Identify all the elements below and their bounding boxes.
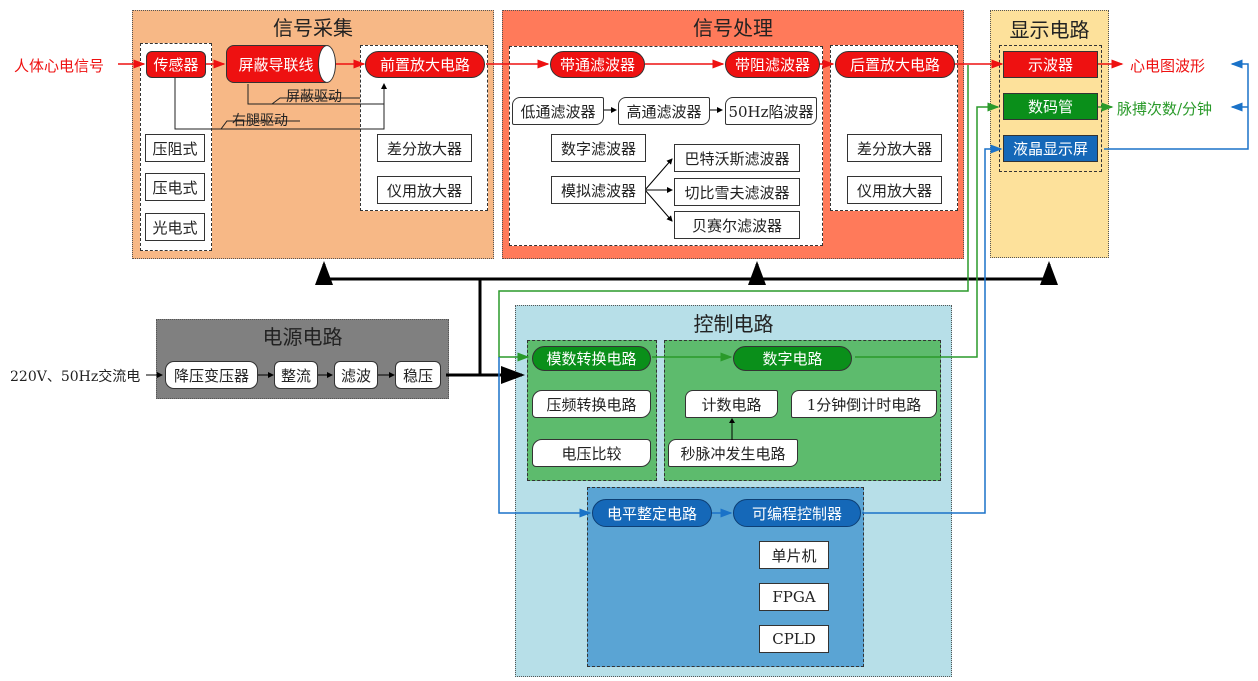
oscilloscope-node[interactable]: 示波器 [1003, 51, 1098, 78]
filter-chain-item: 低通滤波器 [512, 97, 604, 125]
adc-node[interactable]: 模数转换电路 [532, 346, 651, 371]
preamp-type-item: 差分放大器 [377, 134, 472, 162]
shield-drive-label: 屏蔽驱动 [286, 89, 342, 105]
pulse-to-counter-arrow [729, 418, 735, 440]
preamp-node[interactable]: 前置放大电路 [365, 51, 485, 78]
preamp-type-item: 仪用放大器 [377, 176, 472, 204]
plc-type-item: FPGA [759, 583, 829, 611]
power-stage-rectifier[interactable]: 整流 [274, 361, 318, 389]
postamp-type-item: 差分放大器 [847, 134, 942, 162]
countdown-item: 1分钟倒计时电路 [791, 390, 937, 418]
analog-filter-item: 模拟滤波器 [551, 176, 646, 204]
filter-chain-item: 50Hz陷波器 [725, 97, 817, 125]
digital-circuit-node[interactable]: 数字电路 [733, 346, 852, 371]
bandstop-node[interactable]: 带阻滤波器 [725, 51, 820, 78]
level-shift-node[interactable]: 电平整定电路 [592, 499, 712, 527]
power-input-label: 220V、50Hz交流电 [10, 369, 141, 385]
plc-node[interactable]: 可编程控制器 [733, 499, 861, 527]
sensor-type-item: 压电式 [145, 173, 205, 201]
cable-end-icon [318, 45, 336, 83]
analog-type-item: 切比雪夫滤波器 [674, 178, 800, 206]
digital-filter-item: 数字滤波器 [551, 134, 646, 162]
adc-type-item: 压频转换电路 [532, 390, 651, 418]
nixie-tube-node[interactable]: 数码管 [1003, 93, 1098, 120]
processing-title: 信号处理 [693, 16, 773, 40]
power-title: 电源电路 [262, 325, 343, 349]
power-stage-regulator[interactable]: 稳压 [395, 361, 441, 389]
counter-item: 计数电路 [685, 390, 778, 418]
analog-type-item: 巴特沃斯滤波器 [674, 144, 800, 172]
display-title: 显示电路 [1009, 18, 1090, 42]
pulse-rate-output-label: 脉搏次数/分钟 [1117, 100, 1213, 118]
bandpass-node[interactable]: 带通滤波器 [550, 51, 645, 78]
analog-type-item: 贝赛尔滤波器 [674, 211, 800, 239]
adc-type-item: 电压比较 [532, 439, 651, 467]
power-stage-transformer[interactable]: 降压变压器 [165, 361, 258, 389]
filter-chain-item: 高通滤波器 [618, 97, 710, 125]
right-leg-drive-label: 右腿驱动 [232, 113, 288, 129]
postamp-node[interactable]: 后置放大电路 [835, 51, 955, 78]
lcd-node[interactable]: 液晶显示屏 [1003, 135, 1098, 162]
plc-type-item: CPLD [759, 625, 829, 653]
second-pulse-item: 秒脉冲发生电路 [668, 439, 798, 467]
acquisition-title: 信号采集 [273, 16, 353, 40]
plc-type-item: 单片机 [759, 541, 829, 569]
sensor-node[interactable]: 传感器 [146, 51, 206, 78]
power-stage-filter[interactable]: 滤波 [334, 361, 378, 389]
input-signal-label: 人体心电信号 [14, 57, 105, 75]
postamp-type-item: 仪用放大器 [847, 176, 942, 204]
waveform-output-label: 心电图波形 [1130, 57, 1206, 75]
sensor-type-item: 压阻式 [145, 134, 205, 162]
sensor-type-item: 光电式 [145, 213, 205, 241]
control-title: 控制电路 [693, 312, 774, 336]
shield-lead-node[interactable]: 屏蔽导联线 [226, 45, 326, 83]
